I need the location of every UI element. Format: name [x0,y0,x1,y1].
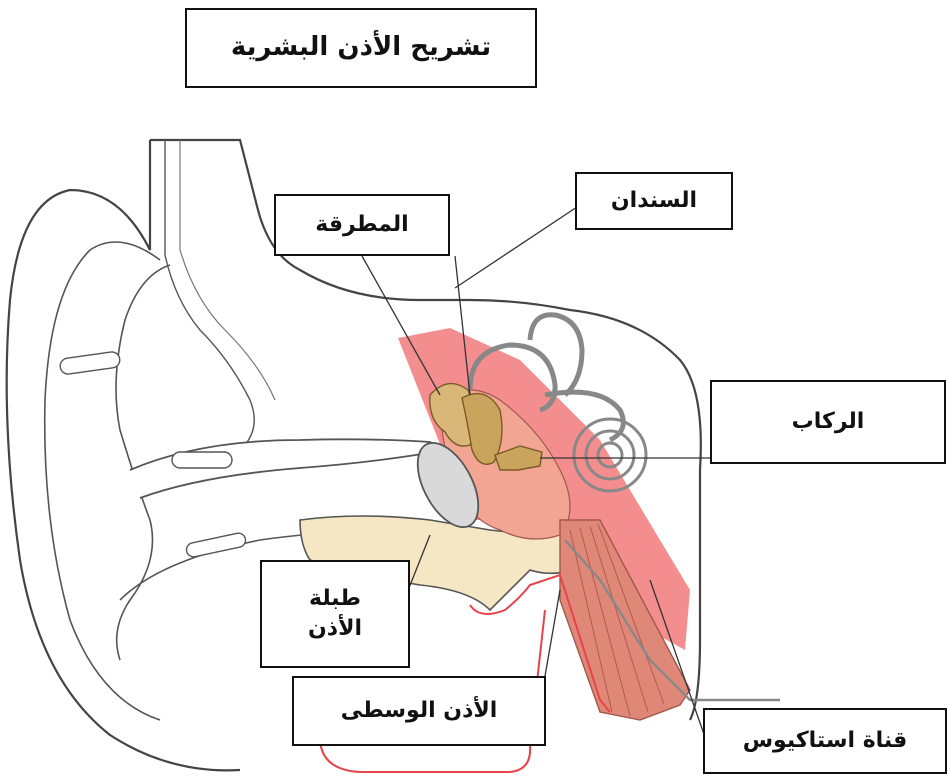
page-title-text: تشريح الأذن البشرية [231,30,491,65]
label-eardrum-line2: الأذن [308,614,362,644]
cartilage-oval-1 [59,351,121,375]
label-malleus: المطرقة [274,194,450,256]
ear-canal [130,439,445,498]
label-incus: السندان [575,172,733,230]
label-middle-ear-text: الأذن الوسطى [341,696,498,726]
label-eardrum: طبلة الأذن [260,560,410,668]
label-stapes: الركاب [710,380,946,464]
label-malleus-text: المطرقة [315,210,408,240]
label-incus-text: السندان [611,186,697,216]
label-eustachian-tube: قناة استاكيوس [703,708,947,774]
label-stapes-text: الركاب [792,407,865,437]
page-title: تشريح الأذن البشرية [185,8,537,88]
concha-fold-2 [180,140,275,400]
label-middle-ear: الأذن الوسطى [292,676,546,746]
cartilage-oval-3 [185,532,247,558]
cartilage-oval-2 [172,452,232,468]
concha-fold [165,140,254,450]
label-eardrum-line1: طبلة [309,584,361,614]
label-eustachian-tube-text: قناة استاكيوس [743,726,908,756]
cochlea [574,419,646,491]
